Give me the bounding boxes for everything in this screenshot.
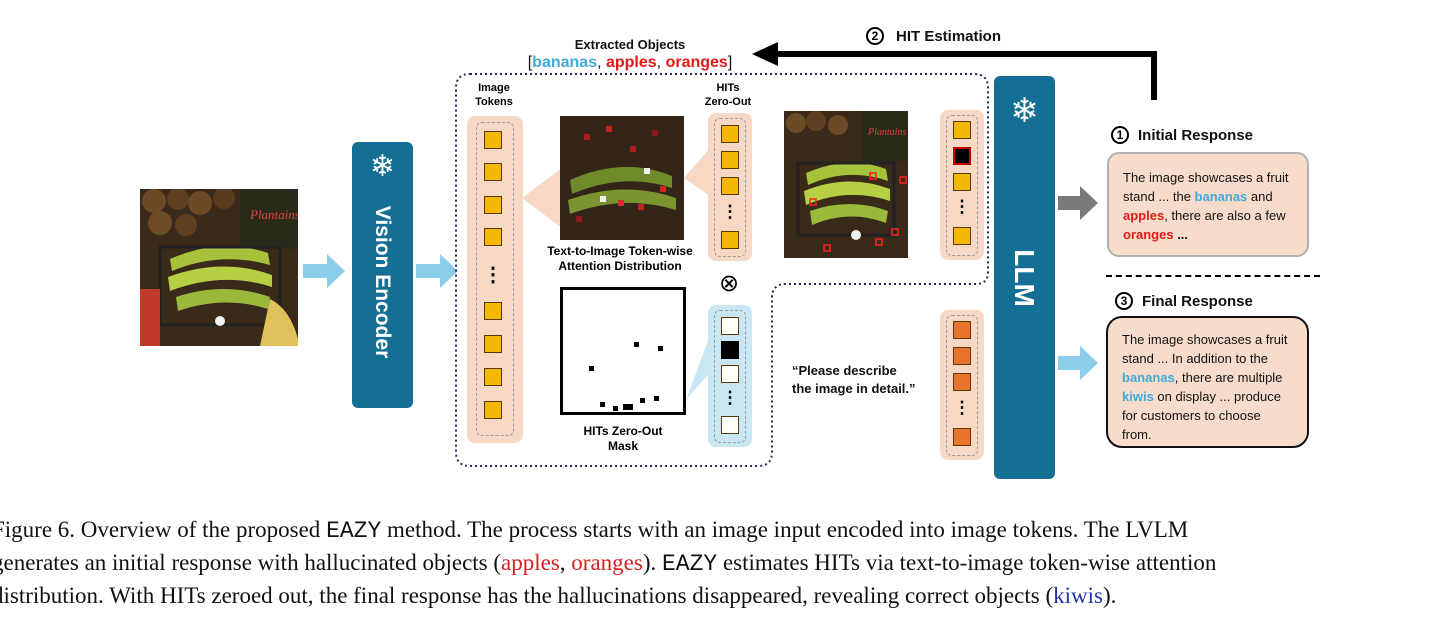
attention-distribution-label: Text-to-Image Token-wise Attention Distr… (547, 244, 693, 273)
token (721, 151, 739, 169)
object-bananas: bananas (532, 54, 598, 71)
ellipsis: ⋮ (483, 264, 503, 286)
text-token (953, 321, 971, 339)
final-response-box: The image showcases a fruit stand ... In… (1106, 316, 1309, 448)
input-image: Plantains (140, 189, 298, 346)
figure-caption-line-2: generates an initial response with hallu… (0, 550, 1217, 577)
mask-token-one (721, 416, 739, 434)
text-prompt: “Please describe the image in detail.” (792, 363, 916, 396)
image-token (484, 131, 502, 149)
object-apples: apples (605, 54, 657, 71)
figure-caption-line-3: distribution. With HITs zeroed out, the … (0, 583, 1117, 608)
extracted-objects-list: [bananas, apples, oranges] (500, 54, 760, 72)
arrow-llm-to-initial (1058, 186, 1098, 220)
arrow-input-to-encoder (303, 254, 345, 288)
divider (1106, 275, 1320, 277)
keyword-kiwis: kiwis (1122, 389, 1154, 404)
keyword-oranges: oranges (1123, 227, 1174, 242)
image-token (484, 228, 502, 246)
hit-estimation-region (455, 73, 989, 467)
text-token (953, 347, 971, 365)
mask-token-one (721, 317, 739, 335)
comma: , (656, 54, 666, 71)
snowflake-icon: ❄ (369, 150, 396, 183)
text-token (953, 373, 971, 391)
comma: , (597, 54, 606, 71)
image-token (484, 163, 502, 181)
token (721, 177, 739, 195)
hit-estimation-badge: 2 (866, 27, 884, 45)
image-token (484, 196, 502, 214)
ellipsis: ⋮ (721, 388, 739, 407)
token (953, 121, 971, 139)
hit-estimation-arrow (752, 42, 1157, 100)
initial-response-title: Initial Response (1138, 127, 1254, 144)
vision-encoder-label: Vision Encoder (371, 205, 394, 359)
token (721, 125, 739, 143)
bracket-close: ] (727, 54, 733, 71)
mask-token-one (721, 365, 739, 383)
otimes-symbol: ⊗ (718, 270, 740, 297)
keyword-bananas: bananas (1122, 370, 1175, 385)
arrow-encoder-to-tokens (416, 254, 458, 288)
snowflake-icon: ❄ (1010, 92, 1039, 130)
llm-block: ❄ LLM (994, 76, 1055, 479)
vision-encoder-block: ❄ Vision Encoder (352, 142, 413, 408)
svg-text:Plantains: Plantains (249, 207, 298, 222)
arrow-llm-to-final (1058, 346, 1098, 380)
final-response-badge: 3 (1115, 292, 1133, 310)
image-token (484, 368, 502, 386)
image-tokens-label: Image Tokens (475, 82, 513, 108)
image-token (484, 335, 502, 353)
extracted-objects-title: Extracted Objects (574, 37, 686, 52)
keyword-bananas: bananas (1194, 189, 1248, 204)
token (721, 231, 739, 249)
token (953, 173, 971, 191)
figure-caption-line-1: Figure 6. Overview of the proposed EAZY … (0, 517, 1189, 544)
ellipsis: ⋮ (953, 197, 971, 216)
token (953, 227, 971, 245)
hits-zero-out-label: HITs Zero-Out (704, 82, 752, 108)
mask-token-zero (721, 341, 739, 359)
ellipsis: ⋮ (721, 202, 739, 221)
object-oranges: oranges (665, 54, 728, 71)
ellipsis: ⋮ (953, 398, 971, 417)
text-token (953, 428, 971, 446)
hit-estimation-label: HIT Estimation (896, 28, 1002, 45)
masked-image: Plantains (784, 111, 908, 258)
keyword-apples: apples (1123, 208, 1165, 223)
image-token (484, 302, 502, 320)
final-response-title: Final Response (1142, 293, 1253, 310)
mask-label: HITs Zero-Out Mask (583, 424, 663, 453)
bracket-open: [ (527, 54, 533, 71)
zeroed-token (953, 147, 971, 165)
llm-label: LLM (1009, 249, 1040, 307)
initial-response-box: The image showcases a fruit stand ... th… (1107, 152, 1309, 257)
hits-zero-out-mask (560, 287, 686, 415)
attention-map-image (560, 116, 684, 240)
svg-text:Plantains: Plantains (867, 127, 906, 138)
initial-response-badge: 1 (1111, 126, 1129, 144)
image-token (484, 401, 502, 419)
